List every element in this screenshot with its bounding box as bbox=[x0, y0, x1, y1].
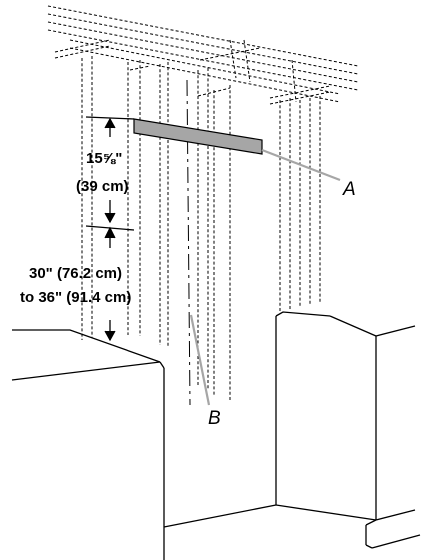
dimension-label-upper-metric: (39 cm) bbox=[76, 178, 129, 195]
dimension-lines bbox=[85, 116, 135, 342]
dimension-label-lower-line2: to 36" (91.4 cm) bbox=[20, 289, 131, 306]
centerline bbox=[186, 79, 191, 406]
ceiling-joists bbox=[47, 5, 359, 105]
callout-label-a: A bbox=[342, 179, 356, 200]
callout-label-b: B bbox=[208, 408, 221, 429]
right-counter bbox=[275, 311, 416, 521]
wall-studs bbox=[81, 56, 321, 400]
range-opening bbox=[163, 504, 421, 549]
leader-line-a bbox=[261, 148, 341, 182]
leader-line-b bbox=[189, 314, 211, 406]
dimension-label-upper-imperial: 15⅝" bbox=[86, 150, 122, 167]
mounting-bracket-a bbox=[133, 118, 263, 155]
left-counter bbox=[11, 329, 165, 560]
dimension-label-lower-line1: 30" (76.2 cm) bbox=[29, 265, 122, 282]
